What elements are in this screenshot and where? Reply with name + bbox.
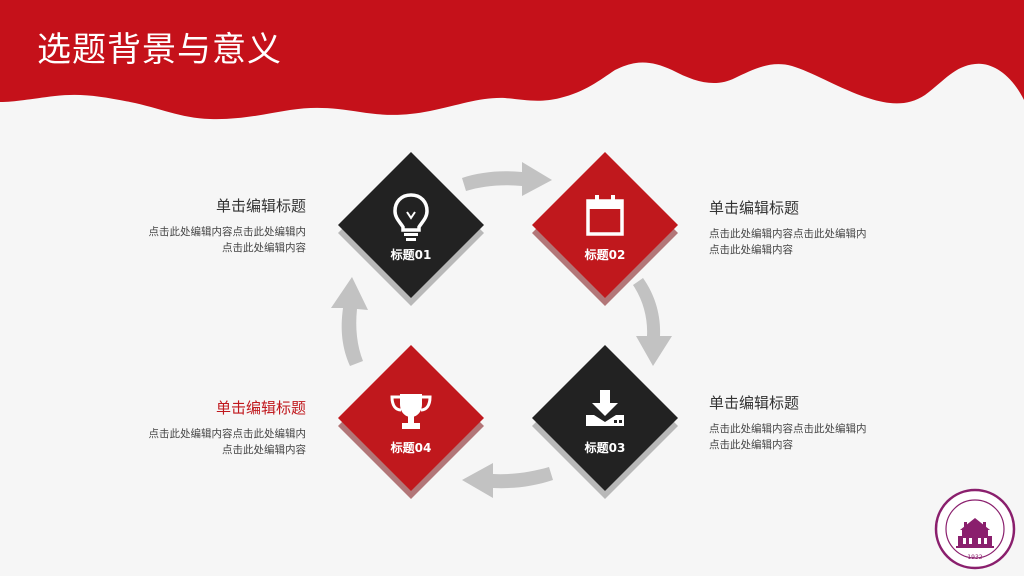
university-seal-logo: 1932 bbox=[934, 488, 1016, 570]
text-block-top-left: 单击编辑标题 点击此处编辑内容点击此处编辑内 点击此处编辑内容 bbox=[100, 195, 307, 256]
calendar-icon bbox=[586, 195, 624, 236]
block-body-line: 点击此处编辑内容点击此处编辑内 bbox=[709, 228, 867, 240]
slide-title: 选题背景与意义 bbox=[37, 30, 282, 70]
block-heading[interactable]: 单击编辑标题 bbox=[215, 197, 306, 215]
node-02-label: 标题02 bbox=[584, 248, 626, 262]
text-block-bottom-right: 单击编辑标题 点击此处编辑内容点击此处编辑内 点击此处编辑内容 bbox=[709, 392, 929, 453]
node-01: 标题01 bbox=[336, 152, 486, 310]
seal-year: 1932 bbox=[967, 554, 982, 561]
arrow-right bbox=[633, 278, 672, 366]
node-03: 标题03 bbox=[530, 345, 680, 503]
block-body[interactable]: 点击此处编辑内容点击此处编辑内 点击此处编辑内容 bbox=[709, 226, 929, 258]
arrow-left bbox=[331, 277, 368, 366]
node-03-label: 标题03 bbox=[584, 441, 626, 455]
node-02: 标题02 bbox=[530, 152, 680, 310]
arrow-bottom bbox=[462, 463, 553, 498]
block-body-line: 点击此处编辑内容点击此处编辑内 bbox=[148, 226, 307, 238]
block-body-line: 点击此处编辑内容 bbox=[709, 439, 793, 451]
node-04-label: 标题04 bbox=[390, 441, 432, 455]
block-body-line: 点击此处编辑内容点击此处编辑内 bbox=[709, 423, 867, 435]
node-03-diamond bbox=[532, 345, 678, 499]
block-heading[interactable]: 单击编辑标题 bbox=[709, 199, 800, 217]
block-body-line: 点击此处编辑内容 bbox=[709, 244, 793, 256]
header-wave bbox=[0, 0, 1024, 120]
text-block-top-right: 单击编辑标题 点击此处编辑内容点击此处编辑内 点击此处编辑内容 bbox=[709, 197, 929, 258]
block-body[interactable]: 点击此处编辑内容点击此处编辑内 点击此处编辑内容 bbox=[100, 426, 307, 458]
text-block-bottom-left: 单击编辑标题 点击此处编辑内容点击此处编辑内 点击此处编辑内容 bbox=[100, 397, 307, 458]
block-body-line: 点击此处编辑内容点击此处编辑内 bbox=[148, 428, 307, 440]
trophy-icon bbox=[390, 394, 432, 429]
arrow-top bbox=[462, 162, 552, 196]
download-icon bbox=[586, 390, 624, 426]
block-heading[interactable]: 单击编辑标题 bbox=[709, 394, 800, 412]
lightbulb-icon bbox=[393, 193, 429, 241]
block-body-line: 点击此处编辑内容 bbox=[222, 444, 306, 456]
block-body[interactable]: 点击此处编辑内容点击此处编辑内 点击此处编辑内容 bbox=[709, 421, 929, 453]
node-01-label: 标题01 bbox=[390, 248, 432, 262]
block-body[interactable]: 点击此处编辑内容点击此处编辑内 点击此处编辑内容 bbox=[100, 224, 307, 256]
node-04: 标题04 bbox=[336, 345, 486, 503]
header-wave-shape bbox=[0, 0, 1024, 120]
block-body-line: 点击此处编辑内容 bbox=[222, 242, 306, 254]
block-heading[interactable]: 单击编辑标题 bbox=[215, 399, 306, 417]
